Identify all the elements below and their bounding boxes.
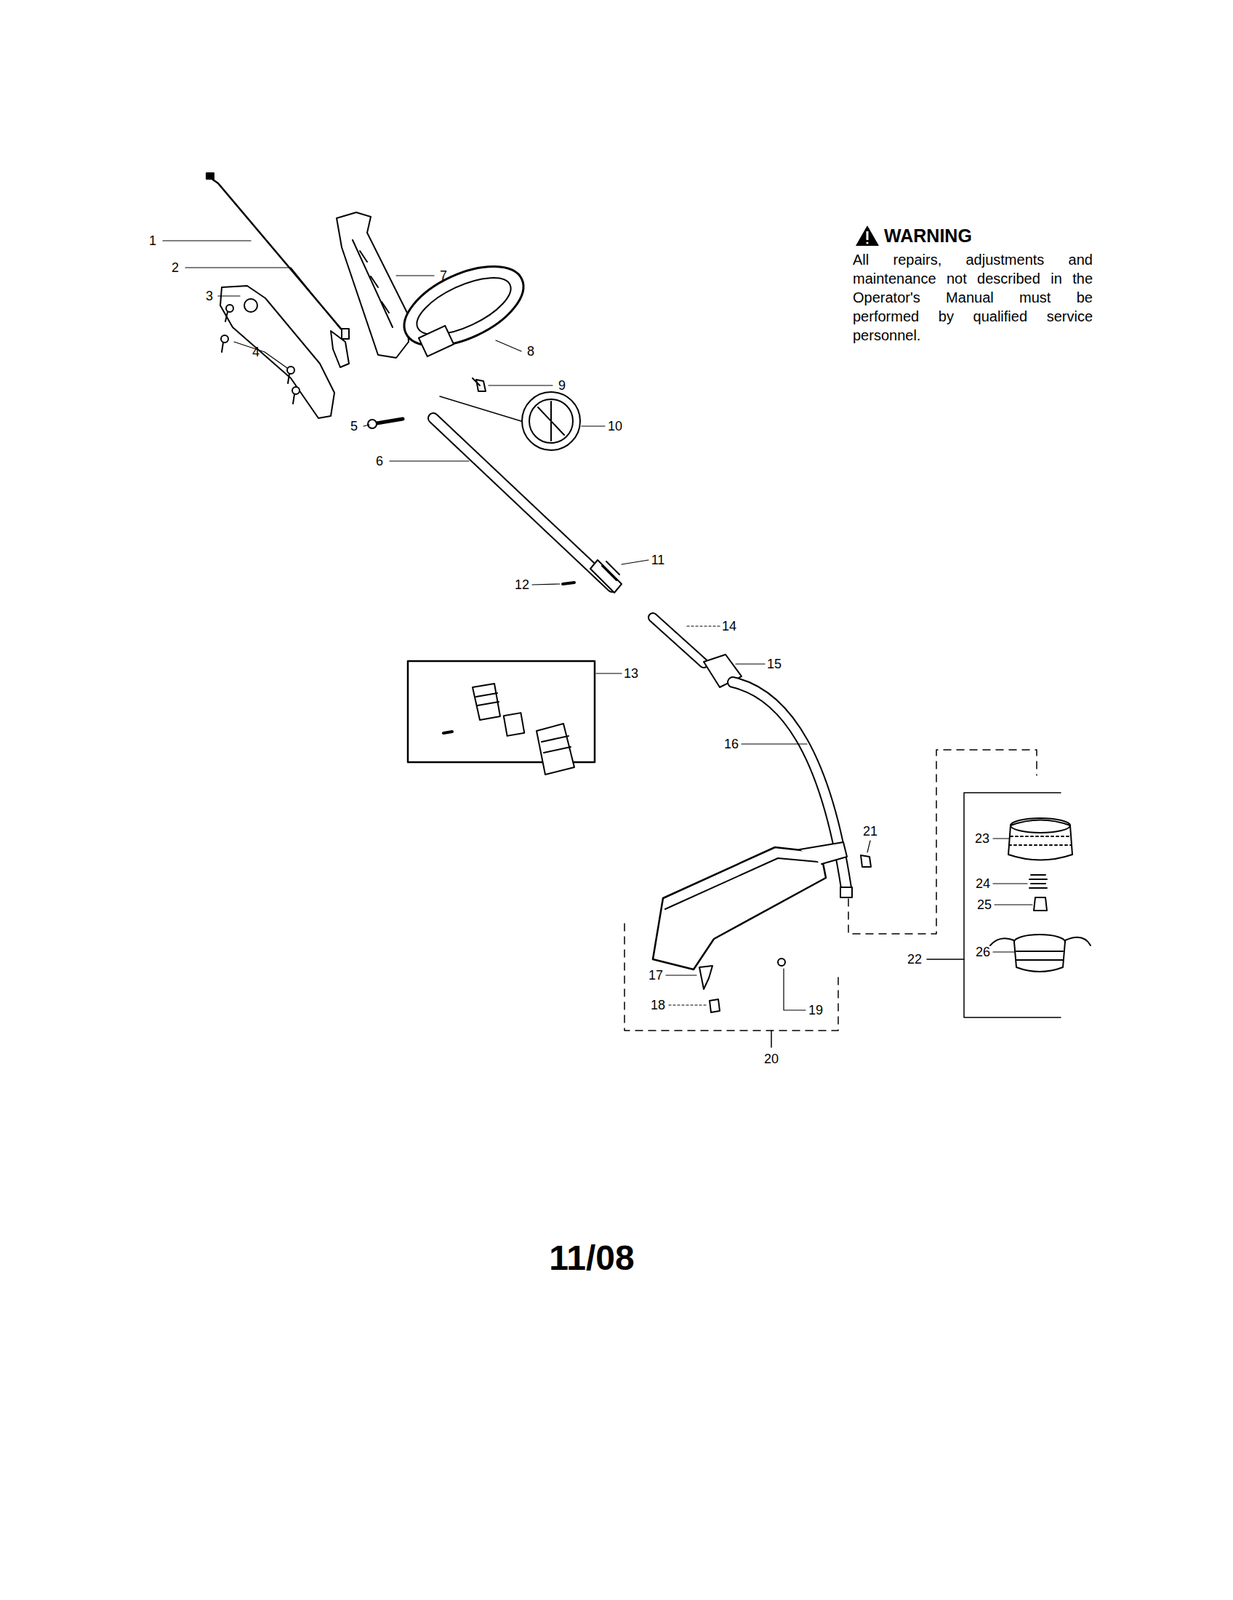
warning-heading: WARNING <box>884 226 973 246</box>
callout-number: 3 <box>205 289 214 303</box>
callout-number: 12 <box>514 577 530 592</box>
callout-number: 4 <box>252 345 260 359</box>
callout-number: 15 <box>766 657 782 671</box>
callout-number: 21 <box>862 824 878 838</box>
warning-text: All repairs, adjustments and maintenance… <box>852 250 1093 345</box>
callout-number: 10 <box>607 419 623 433</box>
date-stamp: 11/08 <box>548 1240 634 1276</box>
callout-number: 13 <box>623 666 639 680</box>
callout-number: 5 <box>350 419 358 433</box>
callout-number: 20 <box>764 1051 779 1066</box>
callout-number: 18 <box>650 998 666 1012</box>
callout-number: 25 <box>977 897 992 911</box>
callout-number: 2 <box>171 260 179 275</box>
callout-number: 19 <box>808 1003 823 1017</box>
callout-number: 17 <box>648 968 664 982</box>
callout-number: 7 <box>439 268 448 283</box>
callout-number: 9 <box>558 378 566 392</box>
callout-number: 1 <box>149 234 157 248</box>
callout-number: 16 <box>724 737 739 751</box>
callout-number: 11 <box>651 553 666 567</box>
callout-number: 8 <box>527 344 535 358</box>
callout-number: 23 <box>974 831 990 845</box>
callout-number: 14 <box>721 619 737 633</box>
callout-number: 24 <box>975 876 991 890</box>
callout-number: 6 <box>375 454 384 468</box>
callout-number: 22 <box>907 952 922 966</box>
callout-number: 26 <box>975 945 991 959</box>
